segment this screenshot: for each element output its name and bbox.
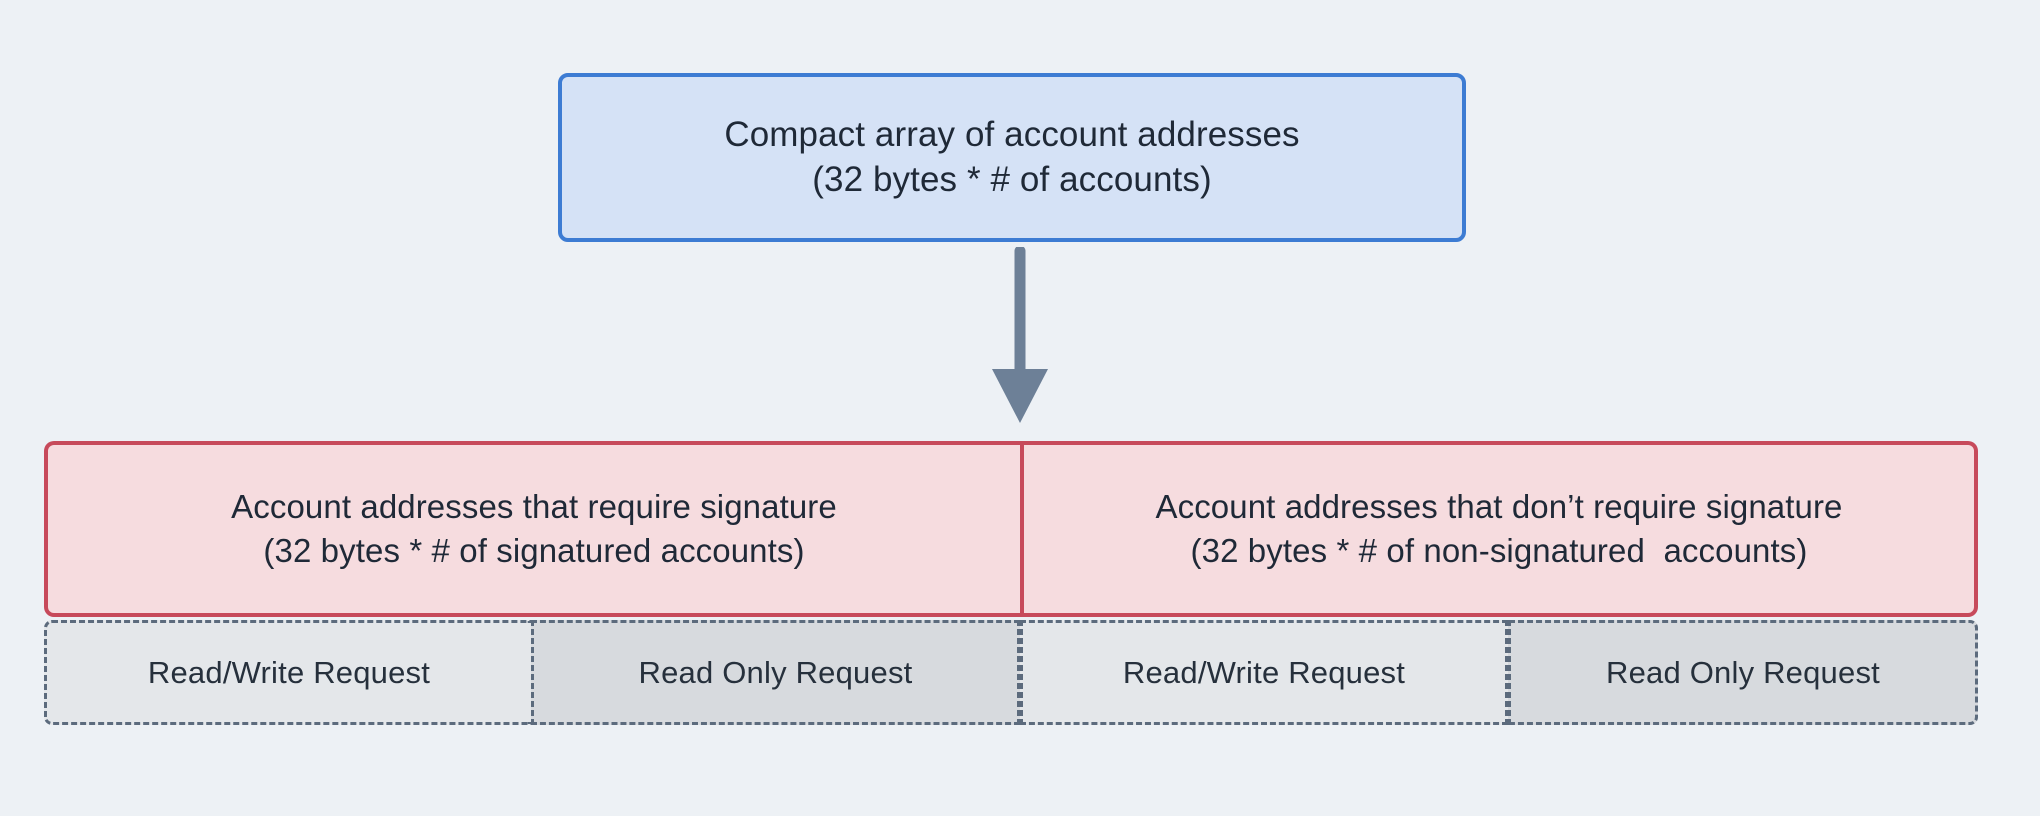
request-type-band: Read/Write Request Read Only Request Rea… xyxy=(44,620,1978,725)
signed-accounts-node-line2: (32 bytes * # of signatured accounts) xyxy=(263,532,805,569)
unsigned-accounts-node: Account addresses that don’t require sig… xyxy=(1022,441,1978,617)
request-segment-label: Read/Write Request xyxy=(1122,654,1406,690)
request-segment-read-only-signed: Read Only Request xyxy=(531,620,1020,725)
request-segment-label: Read Only Request xyxy=(1606,654,1880,690)
request-segment-read-only-unsigned: Read Only Request xyxy=(1508,620,1978,725)
compact-array-node-line1: Compact array of account addresses xyxy=(724,114,1300,154)
signed-accounts-node-line1: Account addresses that require signature xyxy=(231,488,837,526)
down-arrow-icon xyxy=(992,247,1048,423)
request-segment-label: Read Only Request xyxy=(638,654,913,690)
request-segment-read-write-signed: Read/Write Request xyxy=(44,620,531,725)
request-segment-label: Read/Write Request xyxy=(147,654,431,690)
unsigned-accounts-node-line2: (32 bytes * # of non-signatured accounts… xyxy=(1190,532,1808,569)
request-segment-read-write-unsigned: Read/Write Request xyxy=(1020,620,1508,725)
compact-array-node-line2: (32 bytes * # of accounts) xyxy=(812,159,1212,199)
unsigned-accounts-node-line1: Account addresses that don’t require sig… xyxy=(1155,488,1843,526)
signature-split-band: Account addresses that require signature… xyxy=(44,441,1978,617)
signed-accounts-node: Account addresses that require signature… xyxy=(44,441,1022,617)
compact-array-node: Compact array of account addresses (32 b… xyxy=(558,73,1466,242)
